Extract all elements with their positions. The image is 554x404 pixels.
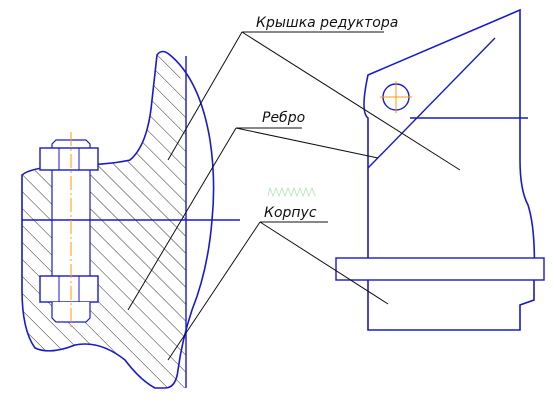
flange-section (21, 50, 240, 389)
faint-marking (267, 186, 316, 198)
body-flange (335, 257, 545, 281)
label-rib: Ребро (262, 110, 305, 126)
leader-lines (127, 31, 461, 361)
bolt-head (39, 275, 99, 303)
cover-side-view (335, 8, 545, 331)
label-body: Корпус (264, 205, 317, 221)
rib-edge (367, 37, 496, 169)
bolt-nut (39, 147, 99, 171)
cover-outline (363, 8, 536, 331)
label-cover: Крышка редуктора (256, 15, 398, 31)
